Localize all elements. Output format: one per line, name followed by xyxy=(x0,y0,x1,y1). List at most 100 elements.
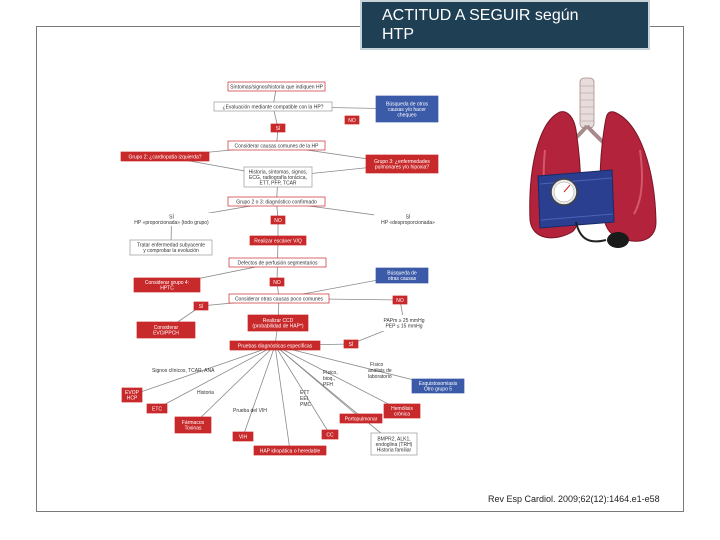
trachea-rings xyxy=(580,85,594,122)
flow-node-text: HPTC xyxy=(160,286,174,292)
lungs-with-blood-pressure-cuff xyxy=(529,77,657,248)
flow-node-n16: Defectos de perfusión segmentarios xyxy=(228,257,327,268)
connector-n26-n30 xyxy=(192,345,276,426)
flow-label-l9: PFH xyxy=(323,382,333,388)
flow-node-text: SÍ xyxy=(169,214,174,221)
flow-node-box xyxy=(370,432,418,456)
flow-node-text: NO xyxy=(396,298,404,304)
flow-node-text: Otro grupo 5 xyxy=(424,387,452,393)
flow-node-text: Considerar causas comunes de la HP xyxy=(235,143,320,149)
slide-title-line2: HTP xyxy=(382,26,414,43)
connector-n26-n34 xyxy=(274,345,403,412)
flow-node-box xyxy=(129,239,213,256)
flow-node-box xyxy=(229,340,321,351)
flow-node-text: otras causas xyxy=(388,276,417,282)
flow-node-text: SÍ xyxy=(406,214,411,221)
flow-node-text: ¿Evaluación mediante compatible con la H… xyxy=(223,104,324,110)
flow-node-n37: HAP idiopática o heredable xyxy=(253,445,327,456)
flow-node-box xyxy=(243,166,313,188)
flow-node-text: Hemólisis xyxy=(391,406,413,412)
flow-node-n32: CC xyxy=(321,429,339,440)
connector-n26-n29 xyxy=(156,345,276,409)
flow-node-text: Grupo 2: ¿cardiopatía izquierda? xyxy=(128,154,201,160)
flow-node-text: (probabilidad de HAP*) xyxy=(252,324,303,330)
flow-node-box xyxy=(227,140,326,151)
flow-node-text: Considerar grupo 4: xyxy=(145,280,189,286)
flow-node-n22: NO xyxy=(392,295,408,305)
flow-node-box xyxy=(124,213,219,226)
flow-node-text: endoglina (TRH) xyxy=(376,442,413,448)
flow-node-box xyxy=(374,213,442,226)
flow-node-text: pulmonares y/o hipoxia? xyxy=(375,165,429,171)
flow-node-text: SÍ xyxy=(199,303,204,310)
flow-node-n10: Grupo 2 o 3: diagnóstico confirmado xyxy=(227,196,326,207)
connector-n26-n31 xyxy=(242,345,276,437)
flow-node-box xyxy=(227,81,326,92)
flow-node-box xyxy=(344,115,360,125)
flow-node-box xyxy=(174,416,212,434)
connector-n26-n28 xyxy=(131,345,276,396)
flow-node-box xyxy=(136,321,196,339)
flow-node-text: Historia, síntomas, signos, xyxy=(249,169,308,175)
flow-node-box xyxy=(270,123,286,133)
flow-node-text: CC xyxy=(326,432,334,438)
slide-title-line1: ACTITUD A SEGUIR según xyxy=(382,7,579,24)
flow-node-n36: BMPR2, ALK1,endoglina (TRH)Historia fami… xyxy=(370,432,418,456)
flow-node-n11: NO xyxy=(270,215,286,225)
flow-node-box xyxy=(249,235,307,246)
slide-title: ACTITUD A SEGUIR según HTP xyxy=(360,0,650,50)
inflation-bulb xyxy=(607,232,629,248)
flow-node-n26: Pruebas diagnósticas específicas xyxy=(229,340,321,351)
flow-node-box xyxy=(339,413,383,424)
flow-node-box xyxy=(343,339,359,349)
flow-node-n20: SÍ xyxy=(193,301,209,311)
flow-node-n5: SÍ xyxy=(270,123,286,133)
flow-node-box xyxy=(392,295,408,305)
flow-node-text: SÍ xyxy=(276,125,281,132)
flow-node-box xyxy=(120,151,210,162)
flow-node-text: HP «proporcionada» (todo grupo) xyxy=(134,220,209,226)
flow-node-text: Considerar otras causas poco comunes xyxy=(235,296,324,302)
flow-node-box xyxy=(247,314,309,332)
flow-node-text: Búsqueda de otros xyxy=(386,101,428,107)
flow-node-text: Realizar CCD xyxy=(263,318,294,324)
connector-n26-n32 xyxy=(274,345,331,435)
flow-label-l8: bioq., xyxy=(323,376,335,382)
flow-label-l3: Prueba del VIH xyxy=(233,408,267,414)
flow-node-text: PAPm ≥ 25 mmHg xyxy=(384,318,425,324)
flow-node-n21: Considerar otras causas poco comunes xyxy=(228,293,330,304)
connector-n26-n36 xyxy=(274,345,395,445)
flow-label-l4: Físico xyxy=(370,362,384,368)
flow-node-box xyxy=(232,431,254,442)
flow-node-text: Grupo 2 o 3: diagnóstico confirmado xyxy=(236,199,317,205)
flow-node-text: PEP ≤ 15 mmHg xyxy=(385,324,422,330)
flow-label-l6: laboratorio xyxy=(368,374,392,380)
flow-node-text: Portopulmonar xyxy=(345,416,378,422)
flow-node-box xyxy=(253,445,327,456)
flow-node-text: Grupo 3: ¿enfermedades xyxy=(374,159,430,165)
flow-node-text: Fármacos xyxy=(182,420,205,426)
flowchart-labels: Signos clínicos, TCAR, ANAHistoriaPrueba… xyxy=(152,362,392,414)
flow-node-n9: Historia, síntomas, signos,ECG, radiogra… xyxy=(243,166,313,188)
flow-node-text: NO xyxy=(274,218,282,224)
gauge-needle xyxy=(563,184,571,193)
cuff-tube xyxy=(575,221,607,243)
flow-node-text: Toxinas xyxy=(185,426,202,432)
flow-node-n18: NO xyxy=(269,277,285,287)
flow-node-box xyxy=(193,301,209,311)
trachea xyxy=(579,77,595,129)
flow-label-l12: PMC xyxy=(300,402,312,408)
flow-node-n1: Síntomas/signos/historia que indiquen HP xyxy=(227,81,326,92)
flow-label-l11: EEI xyxy=(300,396,308,402)
flow-node-text: VIH xyxy=(239,434,248,440)
flow-node-box xyxy=(146,403,168,414)
